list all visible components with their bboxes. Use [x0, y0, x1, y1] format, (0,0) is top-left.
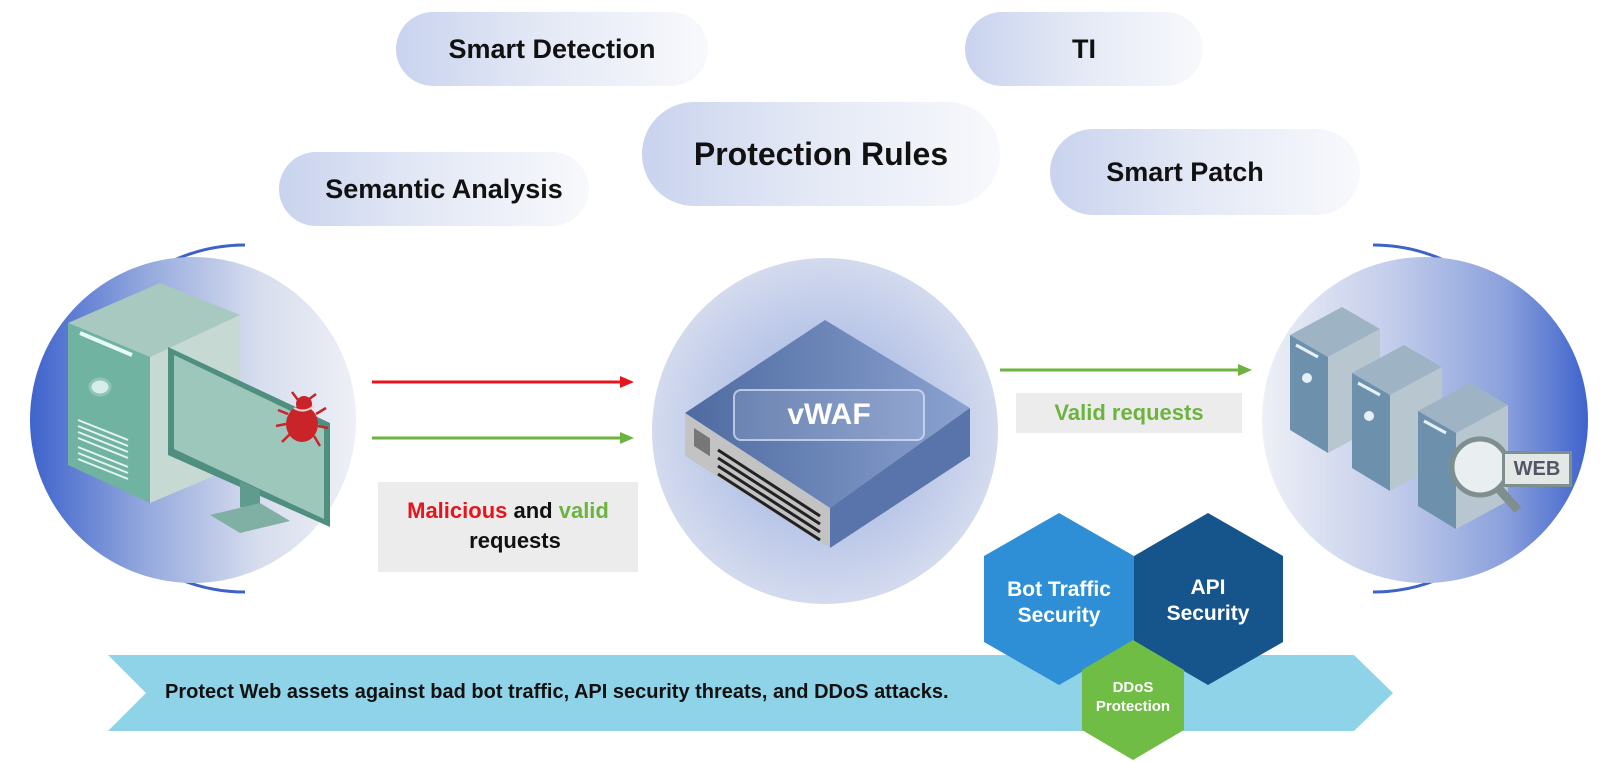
pill-ti-label: TI [1072, 33, 1096, 64]
vwaf-label-box: vWAF [733, 389, 925, 441]
malicious-word: Malicious [407, 498, 508, 523]
pill-semantic-analysis-label: Semantic Analysis [325, 173, 563, 204]
bug-icon [275, 391, 329, 447]
bot-traffic-label: Bot Traffic Security [984, 577, 1134, 630]
valid-requests-label: Valid requests [1016, 393, 1242, 433]
bot-traffic-line2: Security [1017, 604, 1101, 628]
malicious-arrow [372, 376, 634, 388]
and-word: and [507, 498, 559, 523]
hex-ddos [1082, 640, 1184, 760]
banner-text: Protect Web assets against bad bot traff… [165, 681, 949, 703]
pill-protection-rules: Protection Rules [642, 102, 1000, 206]
pill-smart-patch: Smart Patch [1050, 129, 1360, 215]
vwaf-label: vWAF [787, 398, 871, 431]
web-badge-label: WEB [1513, 457, 1561, 480]
pill-smart-detection-label: Smart Detection [448, 33, 656, 64]
api-security-line2: Security [1166, 602, 1250, 626]
ddos-label: DDoS Protection [1082, 679, 1184, 717]
pill-ti: TI [965, 12, 1203, 86]
pill-smart-detection: Smart Detection [396, 12, 708, 86]
valid-word: valid [558, 498, 609, 523]
valid-arrow-out [1000, 364, 1252, 376]
requests-word: requests [469, 528, 561, 553]
hex-api-security [1134, 513, 1283, 685]
hex-bot-traffic [984, 513, 1134, 685]
pill-smart-patch-label: Smart Patch [1106, 156, 1264, 187]
pill-semantic-analysis: Semantic Analysis [279, 152, 589, 226]
api-security-label: API Security [1134, 575, 1282, 628]
pill-protection-rules-label: Protection Rules [693, 135, 949, 172]
bot-traffic-line1: Bot Traffic [1007, 578, 1111, 601]
api-security-line1: API [1190, 576, 1226, 599]
ddos-line1: DDoS [1112, 679, 1154, 696]
ddos-line2: Protection [1095, 697, 1171, 715]
valid-requests-text: Valid requests [1054, 400, 1204, 425]
vwaf-appliance-icon [685, 320, 970, 548]
web-badge: WEB [1502, 451, 1572, 487]
incoming-requests-label: Malicious and valid requests [378, 482, 638, 572]
valid-arrow-in [372, 432, 634, 444]
computer-icon [68, 283, 330, 533]
